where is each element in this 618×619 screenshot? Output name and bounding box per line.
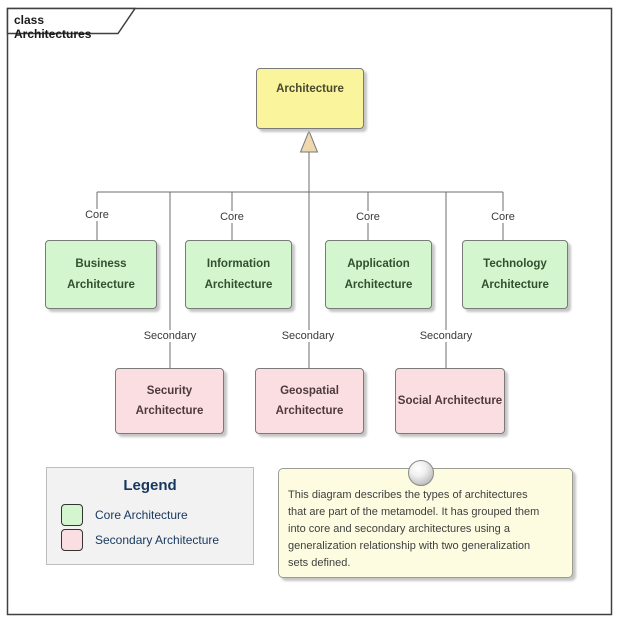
class-application-architecture[interactable]: Application Architecture [325, 240, 432, 309]
class-architecture[interactable]: Architecture [256, 68, 364, 129]
note-box[interactable]: This diagram describes the types of arch… [278, 460, 573, 578]
generalization-arrowhead-icon[interactable] [299, 129, 319, 153]
legend-title: Legend [123, 477, 177, 494]
legend-panel[interactable]: Legend Core Architecture Secondary Archi… [46, 467, 254, 565]
class-security-architecture-label: Security Architecture [135, 384, 204, 417]
secondary-color-swatch [61, 529, 83, 551]
class-security-architecture[interactable]: Security Architecture [115, 368, 224, 434]
class-business-architecture[interactable]: Business Architecture [45, 240, 157, 309]
class-social-architecture[interactable]: Social Architecture [395, 368, 505, 434]
class-application-architecture-label: Application Architecture [344, 258, 413, 291]
class-business-architecture-label: Business Architecture [67, 258, 135, 291]
class-social-architecture-label: Social Architecture [397, 394, 503, 407]
edge-label-core-3: Core [354, 211, 382, 223]
diagram-frame-title: class Architectures [14, 13, 92, 41]
class-technology-architecture-label: Technology Architecture [481, 258, 549, 291]
class-information-architecture-label: Information Architecture [204, 258, 273, 291]
legend-item-secondary-label: Secondary Architecture [95, 533, 220, 547]
diagram-frame-border [6, 7, 613, 616]
legend-item-core-label: Core Architecture [95, 508, 188, 522]
edge-label-secondary-3: Secondary [417, 330, 475, 342]
class-information-architecture[interactable]: Information Architecture [185, 240, 292, 309]
legend-item-secondary: Secondary Architecture [61, 529, 219, 551]
class-geospatial-architecture-label: Geospatial Architecture [275, 384, 344, 417]
class-technology-architecture[interactable]: Technology Architecture [462, 240, 568, 309]
edge-label-core-2: Core [218, 211, 246, 223]
pin-sphere-icon [408, 460, 434, 486]
edge-label-core-4: Core [489, 211, 517, 223]
edge-label-secondary-2: Secondary [279, 330, 337, 342]
legend-item-core: Core Architecture [61, 504, 188, 526]
edge-label-secondary-1: Secondary [141, 330, 199, 342]
class-architecture-label: Architecture [276, 83, 344, 95]
diagram-frame-tab[interactable] [6, 7, 137, 35]
class-geospatial-architecture[interactable]: Geospatial Architecture [255, 368, 364, 434]
edge-label-core-1: Core [83, 209, 111, 221]
core-color-swatch [61, 504, 83, 526]
note-text: This diagram describes the types of arch… [288, 489, 540, 569]
